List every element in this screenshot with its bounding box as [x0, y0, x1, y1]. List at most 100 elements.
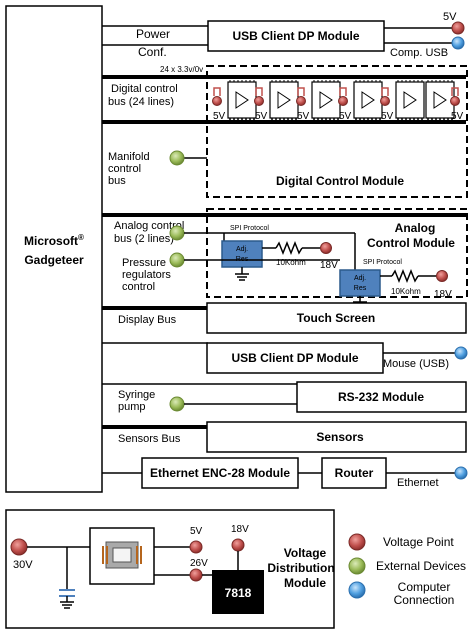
chip-3-5v: 5V — [297, 111, 310, 122]
chip-6-5v: 5V — [451, 111, 464, 122]
voltage-point-5v-vdm — [189, 540, 203, 554]
legend-computer-connection-icon — [348, 581, 366, 599]
resistor-2-label: 10Kohm — [391, 287, 421, 296]
touch-screen-label: Touch Screen — [297, 311, 375, 325]
voltage-distribution-module — [5, 509, 335, 629]
voltage-point-chip-6 — [450, 96, 460, 106]
voltage-point-30v — [10, 538, 28, 556]
pressure-label-1: Pressure — [122, 257, 166, 269]
resistor-1-label: 10Kohm — [276, 258, 306, 267]
computer-connection-comp-usb — [451, 36, 465, 50]
syringe-label-1: Syringe — [118, 389, 155, 401]
ethernet-module-label: Ethernet ENC-28 Module — [150, 466, 290, 480]
voltage-point-chip-1 — [212, 96, 222, 106]
voltage-point-chip-2 — [254, 96, 264, 106]
pressure-label-3: control — [122, 281, 155, 293]
spi-label-1: SPI Protocol — [230, 225, 269, 232]
vdm-26v-label: 26V — [190, 558, 208, 569]
computer-connection-ethernet — [454, 466, 468, 480]
regulator-label: 7818 — [225, 586, 252, 600]
legend-computer-label-1: Computer — [398, 580, 451, 594]
analog-module-label-1: Analog — [395, 221, 436, 235]
digital-bus-label-2: bus (24 lines) — [108, 96, 174, 108]
digital-control-module — [206, 65, 468, 198]
usb-client-dp-module-2 — [206, 342, 384, 374]
chip-4-5v: 5V — [339, 111, 352, 122]
external-device-syringe-pump — [169, 396, 185, 412]
external-device-manifold — [169, 150, 185, 166]
gadgeteer-subtitle: Gadgeteer — [24, 253, 84, 267]
chip-1-5v: 5V — [213, 111, 226, 122]
transformer-icon — [102, 541, 142, 569]
adj-res-1-label-1: Adj. — [236, 246, 248, 253]
rs232-label: RS-232 Module — [338, 390, 424, 404]
vdm-title-1: Voltage — [284, 546, 327, 560]
external-device-analog-bus — [169, 225, 185, 241]
vdm-30v-label: 30V — [13, 559, 33, 571]
rs232-module — [296, 381, 467, 413]
ethernet-module — [141, 457, 299, 489]
spi-label-2: SPI Protocol — [363, 259, 402, 266]
voltage-point-chip-4 — [338, 96, 348, 106]
vdm-18v-label: 18V — [231, 524, 249, 535]
sensors-bus-label: Sensors Bus — [118, 433, 181, 445]
res-1-18v-label: 18V — [320, 260, 338, 271]
manifold-label-1: Manifold — [108, 151, 150, 163]
chip-5-5v: 5V — [381, 111, 394, 122]
voltage-point-18v-vdm — [231, 538, 245, 552]
res-2-18v-label: 18V — [434, 289, 452, 300]
adj-res-1 — [221, 240, 263, 268]
analog-module-label-2: Control Module — [367, 236, 455, 250]
adj-res-2-label-2: Res — [354, 285, 367, 292]
voltage-point-18v-2 — [436, 270, 448, 282]
chip-2-5v: 5V — [255, 111, 268, 122]
adj-res-2-label-1: Adj. — [354, 275, 366, 282]
power-label: Power — [136, 27, 170, 41]
usb-client-dp-module-1-label: USB Client DP Module — [232, 29, 359, 43]
mouse-usb-label: Mouse (USB) — [383, 358, 449, 370]
voltage-point-26v — [189, 568, 203, 582]
gadgeteer-title: Microsoft® — [24, 233, 84, 248]
vdm-title-3: Module — [284, 576, 326, 590]
adj-res-2 — [339, 269, 381, 297]
external-device-pressure-regulators — [169, 252, 185, 268]
analog-bus-label-1: Analog control — [114, 220, 184, 232]
ethernet-label: Ethernet — [397, 477, 439, 489]
digital-bus-label-1: Digital control — [111, 83, 178, 95]
syringe-label-2: pump — [118, 401, 146, 413]
analog-bus-label-2: bus (2 lines) — [114, 233, 174, 245]
manifold-label-3: bus — [108, 175, 126, 187]
display-bus-label: Display Bus — [118, 314, 177, 326]
legend-external-devices-icon — [348, 557, 366, 575]
voltage-point-chip-5 — [380, 96, 390, 106]
vdm-5v-label: 5V — [190, 526, 203, 537]
router-label: Router — [335, 466, 374, 480]
comp-usb-label: Comp. USB — [390, 47, 448, 59]
touch-screen-module — [206, 302, 467, 334]
sensors-label: Sensors — [316, 430, 364, 444]
pressure-label-2: regulators — [122, 269, 171, 281]
digital-voltage-label: 24 x 3.3v/0v — [160, 65, 203, 74]
voltage-point-5v-top — [451, 21, 465, 35]
gadgeteer-block — [5, 5, 103, 493]
legend-external-devices-label: External Devices — [376, 559, 466, 573]
manifold-label-2: control — [108, 163, 141, 175]
voltage-point-18v-1 — [320, 242, 332, 254]
usb-5v-label: 5V — [443, 11, 457, 23]
router-module — [321, 457, 387, 489]
vdm-title-2: Distribution — [267, 561, 334, 575]
usb-client-dp-module-1 — [207, 20, 385, 52]
regulator-7818 — [212, 570, 264, 614]
voltage-point-chip-3 — [296, 96, 306, 106]
legend-computer-label-2: Connection — [394, 593, 455, 607]
analog-control-module — [206, 208, 468, 298]
digital-control-module-label: Digital Control Module — [276, 174, 404, 188]
conf-label: Conf. — [138, 45, 167, 59]
sensors-module — [206, 421, 467, 453]
legend-voltage-point-icon — [348, 533, 366, 551]
legend-voltage-point-label: Voltage Point — [383, 535, 454, 549]
usb-client-dp-module-2-label: USB Client DP Module — [231, 351, 358, 365]
legend: Voltage Point External Devices Computer … — [348, 533, 466, 607]
computer-connection-mouse-usb — [454, 346, 468, 360]
